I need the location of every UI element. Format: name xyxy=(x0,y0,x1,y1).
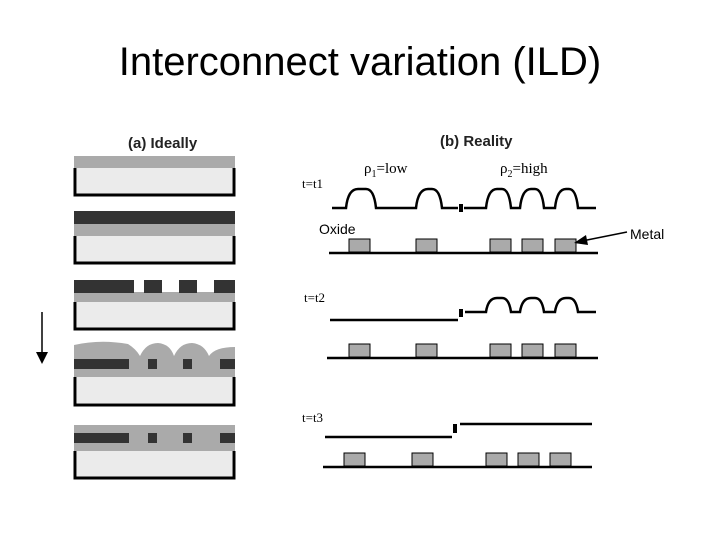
t1-step-marker xyxy=(459,204,463,212)
metal-block xyxy=(485,452,508,467)
substrate xyxy=(77,302,232,328)
ideal-step-5 xyxy=(73,425,236,480)
metal-block xyxy=(348,238,371,253)
metal-block xyxy=(348,343,371,358)
t3-step-marker xyxy=(453,424,457,433)
ideal-step-4 xyxy=(73,341,236,407)
oxide-layer xyxy=(74,292,235,302)
substrate xyxy=(77,236,232,262)
t1-oxide-surface-low xyxy=(332,187,458,210)
ideal-step-1 xyxy=(73,156,236,197)
metal-block xyxy=(415,343,438,358)
slide-title: Interconnect variation (ILD) xyxy=(118,40,602,84)
t2-oxide-surface-high xyxy=(465,296,596,314)
t1-metal-row xyxy=(329,238,598,255)
oxide-layer xyxy=(74,156,235,168)
oxide-layer xyxy=(74,224,235,236)
metal-line xyxy=(220,359,235,369)
metal-block xyxy=(549,452,572,467)
oxide-label: Oxide xyxy=(319,221,356,237)
metal-block xyxy=(415,238,438,253)
substrate xyxy=(77,377,232,403)
process-arrow xyxy=(36,312,48,364)
metal-block xyxy=(521,343,544,358)
metal-block xyxy=(489,238,512,253)
metal-label: Metal xyxy=(630,226,664,242)
metal-block xyxy=(411,452,434,467)
metal-callout-line xyxy=(581,231,628,242)
metal-line xyxy=(183,433,192,443)
t3-metal-row xyxy=(323,452,592,469)
ideal-step-2 xyxy=(73,211,236,265)
metal-block xyxy=(521,238,544,253)
ideal-step-3 xyxy=(73,280,236,331)
metal-block xyxy=(517,452,540,467)
metal-line xyxy=(74,359,129,369)
metal-layer xyxy=(74,211,235,224)
metal-line xyxy=(214,280,235,293)
metal-line xyxy=(148,433,157,443)
metal-block xyxy=(554,343,577,358)
metal-line xyxy=(220,433,235,443)
substrate xyxy=(77,168,232,194)
metal-line xyxy=(148,359,157,369)
panel-b-heading: (b) Reality xyxy=(440,133,513,150)
t2-label: t=t2 xyxy=(304,290,325,305)
substrate xyxy=(77,451,232,477)
metal-block xyxy=(343,452,366,467)
rho1-label: ρ1=low xyxy=(364,161,408,180)
metal-line xyxy=(183,359,192,369)
t1-oxide-surface-high xyxy=(464,187,596,210)
metal-block xyxy=(554,238,577,253)
t1-label: t=t1 xyxy=(302,176,323,191)
metal-line xyxy=(74,433,129,443)
metal-line xyxy=(144,280,162,293)
panel-a-heading: (a) Ideally xyxy=(128,135,198,152)
metal-line xyxy=(179,280,197,293)
rho2-label: ρ2=high xyxy=(500,161,548,180)
t2-step-marker xyxy=(459,309,463,317)
t2-metal-row xyxy=(327,343,598,360)
metal-block xyxy=(489,343,512,358)
t3-label: t=t3 xyxy=(302,410,323,425)
metal-line xyxy=(74,280,134,293)
metal-callout-arrowhead xyxy=(574,235,588,245)
